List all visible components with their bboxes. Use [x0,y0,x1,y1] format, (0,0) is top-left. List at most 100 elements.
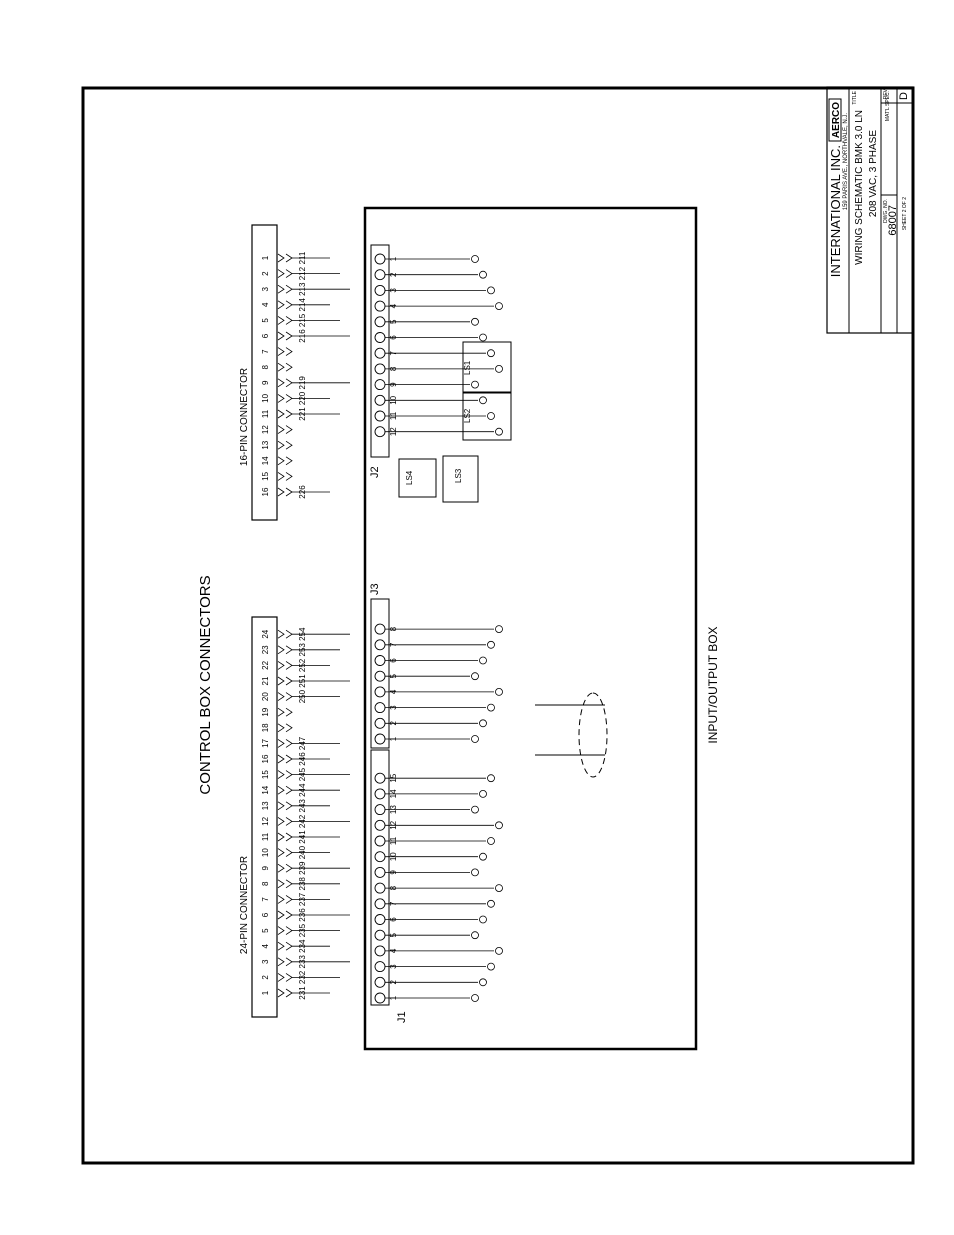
company-address: 159 PARIS AVE., NORTHVALE, N.J. [843,113,849,211]
c16-pin-8: 8 [261,364,270,369]
c16-pin-contact [277,409,293,419]
j2-output-terminal [487,412,495,420]
j2-label: J2 [369,466,381,478]
j1-block [370,749,390,1006]
drawing-number: 68007 [887,205,899,236]
c24-pin-19: 19 [261,707,270,716]
j1-terminal-9 [374,866,386,878]
c16-pin-contact [277,269,293,278]
j2-terminal-6 [374,332,386,343]
j3-label: J3 [369,583,381,595]
j3-output-terminal [495,688,503,696]
c24-pin-18: 18 [261,723,270,732]
sheet-number: SHEET 2 OF 2 [902,197,908,230]
c16-pin-15: 15 [261,471,270,480]
j2-output-terminal [471,255,479,263]
c24-pin-contact [277,832,293,842]
j2-output-terminal [471,317,479,326]
c24-pin-contact [277,863,293,873]
j2-terminal-5 [374,316,386,328]
j1-output-terminal [479,852,487,861]
relay-ls4-label: LS4 [405,470,414,485]
j2-block [370,244,390,458]
j1-label: J1 [396,1011,408,1023]
j1-output-terminal [495,884,503,893]
j1-output-terminal [471,994,479,1002]
j1-output-terminal [487,837,495,845]
c16-pin-contact [277,425,293,434]
j2-terminal-8 [374,363,386,375]
c24-pin-contact [277,957,293,967]
c24-pin-contact [277,973,293,982]
j2-output-terminal [495,365,503,373]
c24-pin-contact [277,926,293,935]
c24-pin-10: 10 [261,848,270,857]
c16-pin-contact [277,362,293,372]
matl-caption: MAT'L SPEC. [885,91,891,121]
c16-pin-contact [277,394,293,403]
j1-terminal-2 [374,976,386,988]
company-logo: AERCO [831,102,842,138]
j3-terminal-7 [374,639,386,651]
j1-output-terminal [479,915,487,924]
c24-pin-13: 13 [261,801,270,810]
c24-pin-contact [277,941,293,951]
c16-pin-6: 6 [261,333,270,338]
connector24-body [251,616,278,1018]
title-line2: 208 VAC, 3 PHASE [868,130,879,217]
j3-output-terminal [479,656,487,665]
j1-output-terminal [471,868,479,877]
j1-output-terminal [471,805,479,814]
j2-terminal-10 [374,394,386,406]
j2-terminal-4 [374,300,386,312]
j1-output-terminal [495,821,503,830]
c24-pin-16: 16 [261,754,270,763]
c24-pin-9: 9 [261,865,270,870]
relay-ls3: LS3 [442,455,479,503]
c24-pin-15: 15 [261,770,270,779]
j2-output-terminal [495,427,503,436]
c16-pin-10: 10 [261,393,270,402]
j1-terminal-5 [374,929,386,941]
j1-terminal-15 [374,772,386,784]
c16-pin-contact [277,456,293,466]
title-line1: WIRING SCHEMATIC BMK 3.0 LN [854,110,865,265]
c24-pin-22: 22 [261,660,270,669]
j1-terminal-11 [374,835,386,847]
c24-pin-contact [277,785,293,795]
revision: D [898,92,910,100]
connector16-label: 16-PIN CONNECTOR [239,368,250,466]
j3-output-terminal [487,703,495,712]
c16-pin-contact [277,472,293,481]
io-box-label: INPUT/OUTPUT BOX [706,626,720,743]
j2-output-terminal [479,396,487,405]
logo-box [828,98,842,142]
j2-output-terminal [479,270,487,279]
drawing-body: CONTROL BOX CONNECTORS 24-PIN CONNECTOR … [197,206,720,1051]
c24-pin-11: 11 [261,832,270,841]
j1-output-terminal [479,978,487,987]
c24-pin-contact [277,848,293,857]
relay-ls4: LS4 [398,458,437,498]
c16-pin-contact [277,253,293,263]
c16-pin-12: 12 [261,425,270,434]
c16-pin-contact [277,440,293,450]
c24-pin-7: 7 [261,897,270,902]
c24-pin-contact [277,723,293,733]
j2-terminal-1 [374,253,386,265]
c16-pin-contact [277,331,293,341]
title-caption: TITLE [852,90,858,104]
c16-pin-3: 3 [261,286,270,291]
j2-output-terminal [495,302,503,310]
c16-pin-13: 13 [261,440,270,449]
c16-pin-14: 14 [261,456,270,465]
j3-output-terminal [471,735,479,743]
c24-pin-24: 24 [261,629,270,638]
c24-pin-contact [277,739,293,748]
c16-pin-contact [277,347,293,356]
c24-pin-6: 6 [261,912,270,917]
j1-terminal-8 [374,882,386,894]
j1-terminal-7 [374,898,386,910]
j3-terminal-2 [374,717,386,729]
